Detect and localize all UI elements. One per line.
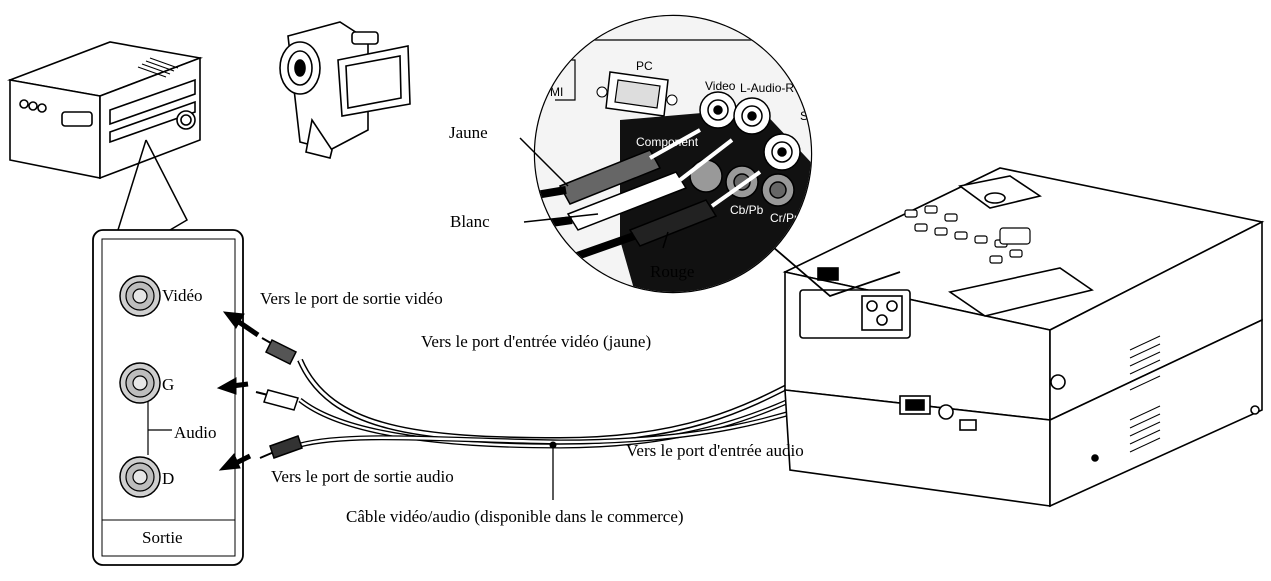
arrow-icon [222,311,260,338]
cable-label: Câble vidéo/audio (disponible dans le co… [346,507,684,526]
direction-arrows [216,311,260,471]
color-leader-lines [519,137,669,249]
video-port-label: Vidéo [162,286,203,305]
audio-left-port [119,362,161,404]
zoom-component-label: Component [636,135,699,149]
to-video-out-label: Vers le port de sortie vidéo [260,289,443,308]
zoom-side-label: Se [800,109,815,123]
audio-right-port [119,456,161,498]
rouge-label: Rouge [650,262,694,281]
plug-audio-right-red [259,435,303,459]
projector-device [782,167,1265,508]
vga-port [596,71,678,117]
plug-audio-left-white [255,389,299,411]
zoom-video-label: Video [705,79,736,93]
video-out-port [119,275,161,317]
zoom-hdmi-label: MI [550,85,563,99]
vcr-device [7,41,203,180]
zoom-audio-label: L-Audio-R [740,81,794,95]
zoom-cbpb-label: Cb/Pb [730,203,764,217]
to-video-in-label: Vers le port d'entrée vidéo (jaune) [421,332,651,351]
port-zoom-view: PC Video L-Audio-R MI Se Component Cb/Pb… [533,14,901,298]
to-audio-out-label: Vers le port de sortie audio [271,467,454,486]
g-port-label: G [162,375,174,394]
vent-grille [1129,335,1161,453]
zoom-pc-label: PC [636,59,653,73]
blanc-label: Blanc [450,212,490,231]
output-panel: Vidéo G Audio D Sortie [92,139,244,566]
to-audio-in-label: Vers le port d'entrée audio [626,441,804,460]
jaune-label: Jaune [449,123,488,142]
audio-label: Audio [174,423,217,442]
d-port-label: D [162,469,174,488]
zoom-crpr-label: Cr/Pr [770,211,798,225]
camcorder-device [279,21,411,159]
arrow-icon [216,377,249,395]
plug-video-left [261,337,298,366]
sortie-label: Sortie [142,528,183,547]
arrow-icon [218,453,252,471]
